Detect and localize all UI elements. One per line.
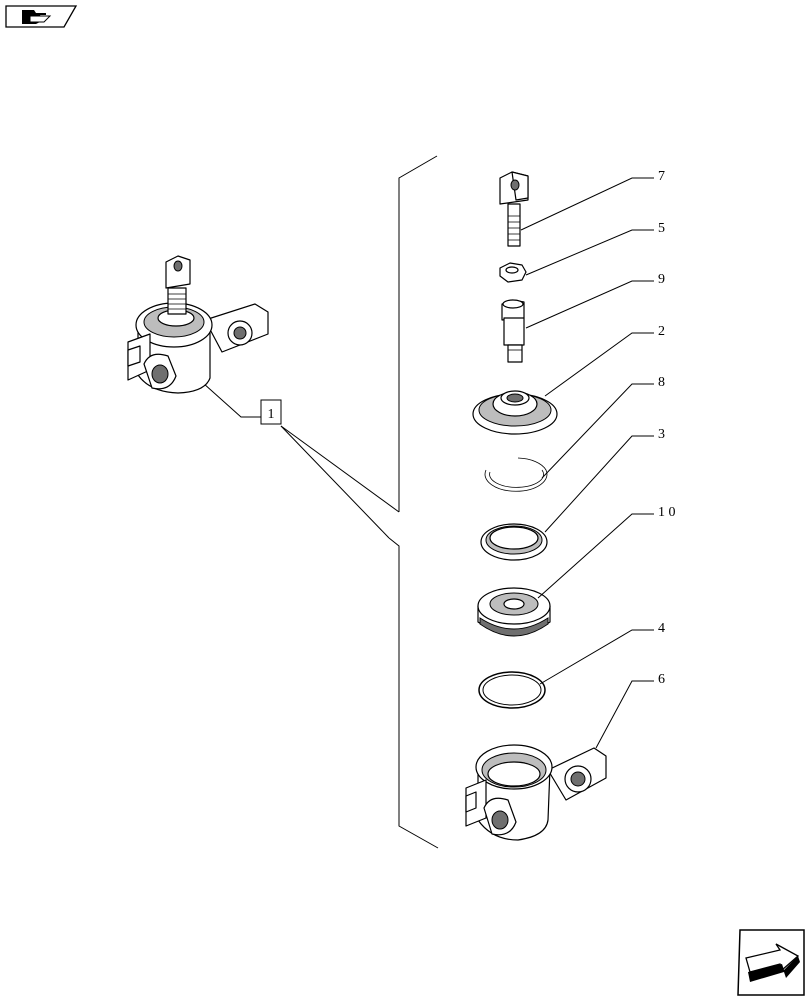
assembly-label-box: 1: [260, 399, 282, 425]
callout-5: 5: [658, 221, 665, 236]
callout-7: 7: [658, 169, 665, 184]
assembly-label: 1: [268, 407, 275, 422]
book-arrow-icon: [22, 10, 52, 24]
part-10-piston: [477, 587, 551, 637]
group-bracket: [202, 155, 439, 849]
callout-10: 1 0: [658, 505, 676, 520]
callout-3: 3: [658, 427, 665, 442]
part-9-stem: [501, 299, 525, 363]
part-4-o-ring: [478, 671, 546, 709]
assembled-valve-unit: [127, 255, 269, 394]
callout-6: 6: [658, 672, 665, 687]
previous-page-button[interactable]: [5, 5, 78, 28]
part-8-snap-ring: [484, 457, 548, 492]
callout-2: 2: [658, 324, 665, 339]
callout-numbers: 7 5 9 2 8 3 1 0 4 6: [658, 169, 676, 687]
callout-leaders: [520, 177, 654, 749]
part-6-housing: [465, 744, 607, 841]
callout-9: 9: [658, 272, 665, 287]
part-5-nut: [499, 262, 527, 283]
part-7-clevis-bolt: [499, 171, 529, 247]
next-page-button[interactable]: [737, 929, 805, 996]
callout-8: 8: [658, 375, 665, 390]
part-3-ring: [480, 523, 548, 561]
callout-4: 4: [658, 621, 665, 636]
next-page-arrow-icon: [745, 943, 800, 982]
part-2-cap: [472, 390, 558, 435]
